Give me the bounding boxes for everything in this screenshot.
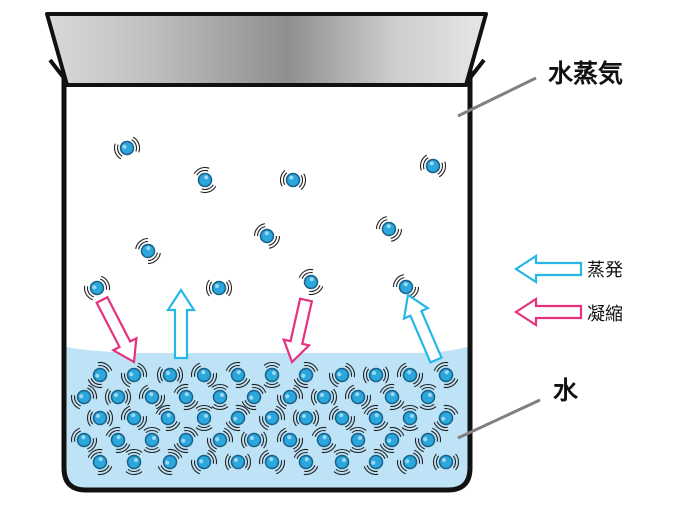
water-label: 水 [553, 376, 579, 405]
water-molecule-icon [87, 361, 113, 389]
water-molecule-icon [225, 404, 251, 432]
water-molecule-icon [433, 404, 459, 432]
water-molecule-icon [157, 448, 183, 476]
water-molecule-icon [363, 448, 389, 476]
legend-condensation-label: 凝縮 [587, 304, 623, 325]
vapor-pointer-line [457, 76, 537, 118]
water-molecule-icon [396, 362, 424, 388]
evaporation-arrow-icon [513, 253, 583, 285]
water-molecule-icon [86, 409, 114, 427]
water-molecule-icon [432, 453, 460, 471]
evaporation-arrow-icon [402, 293, 443, 364]
beaker-lid [45, 12, 488, 87]
water-molecule-icon [362, 366, 390, 384]
beaker-rim-left [48, 58, 66, 80]
vapor-label: 水蒸気 [548, 59, 623, 88]
water-molecule-icon [225, 361, 251, 389]
condensation-arrow-icon [95, 295, 138, 364]
water-molecule-icon [292, 409, 320, 427]
water-molecule-icon [120, 362, 148, 388]
water-molecule-icon [310, 388, 338, 406]
water-molecule-icon [276, 427, 304, 453]
water-molecule-icon [333, 448, 351, 476]
water-molecule-icon [190, 362, 218, 388]
water-molecule-icon [87, 448, 113, 476]
beaker-rim-right [468, 58, 486, 80]
water-molecule-icon [143, 426, 161, 454]
vapor-molecule-icon [392, 274, 420, 300]
vapor-molecule-icon [114, 136, 140, 160]
water-molecule-icon [414, 427, 442, 453]
vapor-molecule-icon [375, 216, 403, 242]
arrows-layer [95, 287, 443, 364]
water-molecule-icon [224, 453, 252, 471]
water-molecule-icon [344, 384, 372, 410]
vapor-molecule-icon [279, 169, 307, 191]
water-molecule-icon [419, 383, 437, 411]
condensation-arrow-icon [513, 296, 583, 328]
water-molecule-icon [241, 383, 267, 411]
water-molecule-icon [138, 384, 166, 410]
water-molecule-icon [70, 427, 98, 453]
water-molecule-icon [173, 426, 199, 454]
legend-evaporation-arrow-icon [513, 253, 583, 285]
water-molecule-icon [328, 405, 356, 431]
water-molecule-icon [195, 404, 213, 432]
water-molecule-icon [240, 431, 268, 449]
water-molecule-icon [396, 449, 424, 475]
water-molecule-icon [211, 383, 229, 411]
evaporation-arrow-icon [165, 287, 197, 360]
water-molecule-icon [173, 383, 199, 411]
vapor-molecule-icon [135, 237, 161, 265]
legend-condensation-arrow-icon [513, 296, 583, 328]
legend: 蒸発 凝縮 [513, 253, 623, 328]
water-molecule-icon [276, 384, 304, 410]
vapor-molecule-icon [253, 223, 281, 249]
vapor-molecule-icon [298, 268, 324, 296]
molecules-layer [70, 136, 460, 476]
condensation-arrow-icon [281, 297, 314, 364]
water-molecule-icon [379, 426, 405, 454]
legend-evaporation-label: 蒸発 [587, 260, 623, 281]
water-molecule-icon [293, 361, 319, 389]
water-molecule-icon [120, 405, 148, 431]
water-molecule-icon [125, 448, 143, 476]
water-molecule-icon [401, 404, 419, 432]
vapor-molecule-icon [205, 279, 233, 297]
water-molecule-icon [190, 449, 218, 475]
water-molecule-icon [155, 404, 181, 432]
water-molecule-icon [349, 426, 367, 454]
water-molecule-icon [156, 366, 184, 384]
vapor-molecule-icon [420, 154, 446, 178]
vapor-molecule-icon [193, 167, 217, 193]
water-molecule-icon [104, 388, 132, 406]
beaker [61, 70, 473, 493]
water-pointer-line [457, 398, 541, 440]
water-molecule-icon [263, 361, 281, 389]
water-molecule-icon [206, 427, 234, 453]
water-molecule-icon [328, 362, 356, 388]
water-molecule-icon [258, 449, 286, 475]
